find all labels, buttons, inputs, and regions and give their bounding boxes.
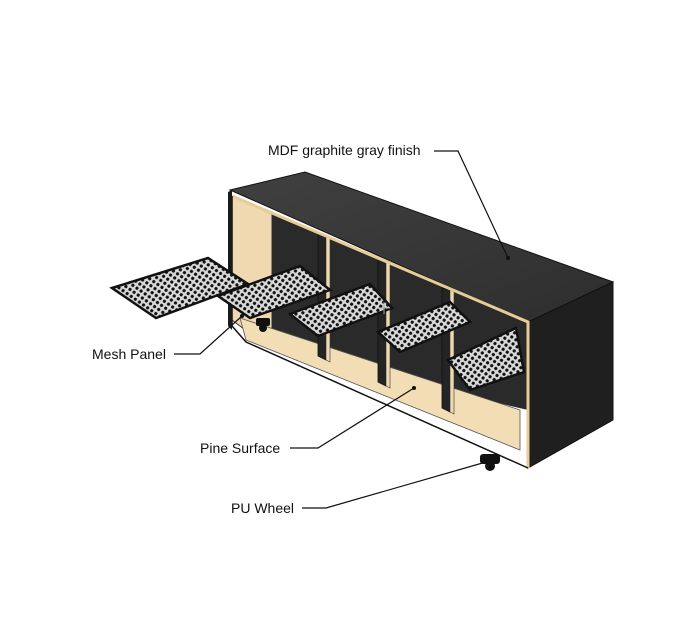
callout-line-mesh [174,315,243,355]
mesh-panel-1 [109,256,251,320]
mesh-panel-4 [375,300,473,354]
label-mesh-panel: Mesh Panel [92,346,166,362]
mesh-panels [109,256,526,392]
label-mdf-finish: MDF graphite gray finish [268,142,421,158]
mesh-panel-3 [287,282,395,338]
wheel-left [256,318,270,332]
label-pine-surface: Pine Surface [200,440,281,456]
mesh-panel-5 [446,326,526,392]
callout-line-mdf [434,150,509,259]
callout-line-wheel [302,461,487,509]
pine-floor [239,317,521,451]
callout-lines [174,150,509,509]
mesh-panel-2 [215,264,333,320]
callout-line-pine [290,387,415,449]
cabinet-front-edge [228,190,232,330]
front-trim [231,194,530,468]
crosshair-mark [378,302,390,314]
label-pu-wheel: PU Wheel [231,500,295,516]
